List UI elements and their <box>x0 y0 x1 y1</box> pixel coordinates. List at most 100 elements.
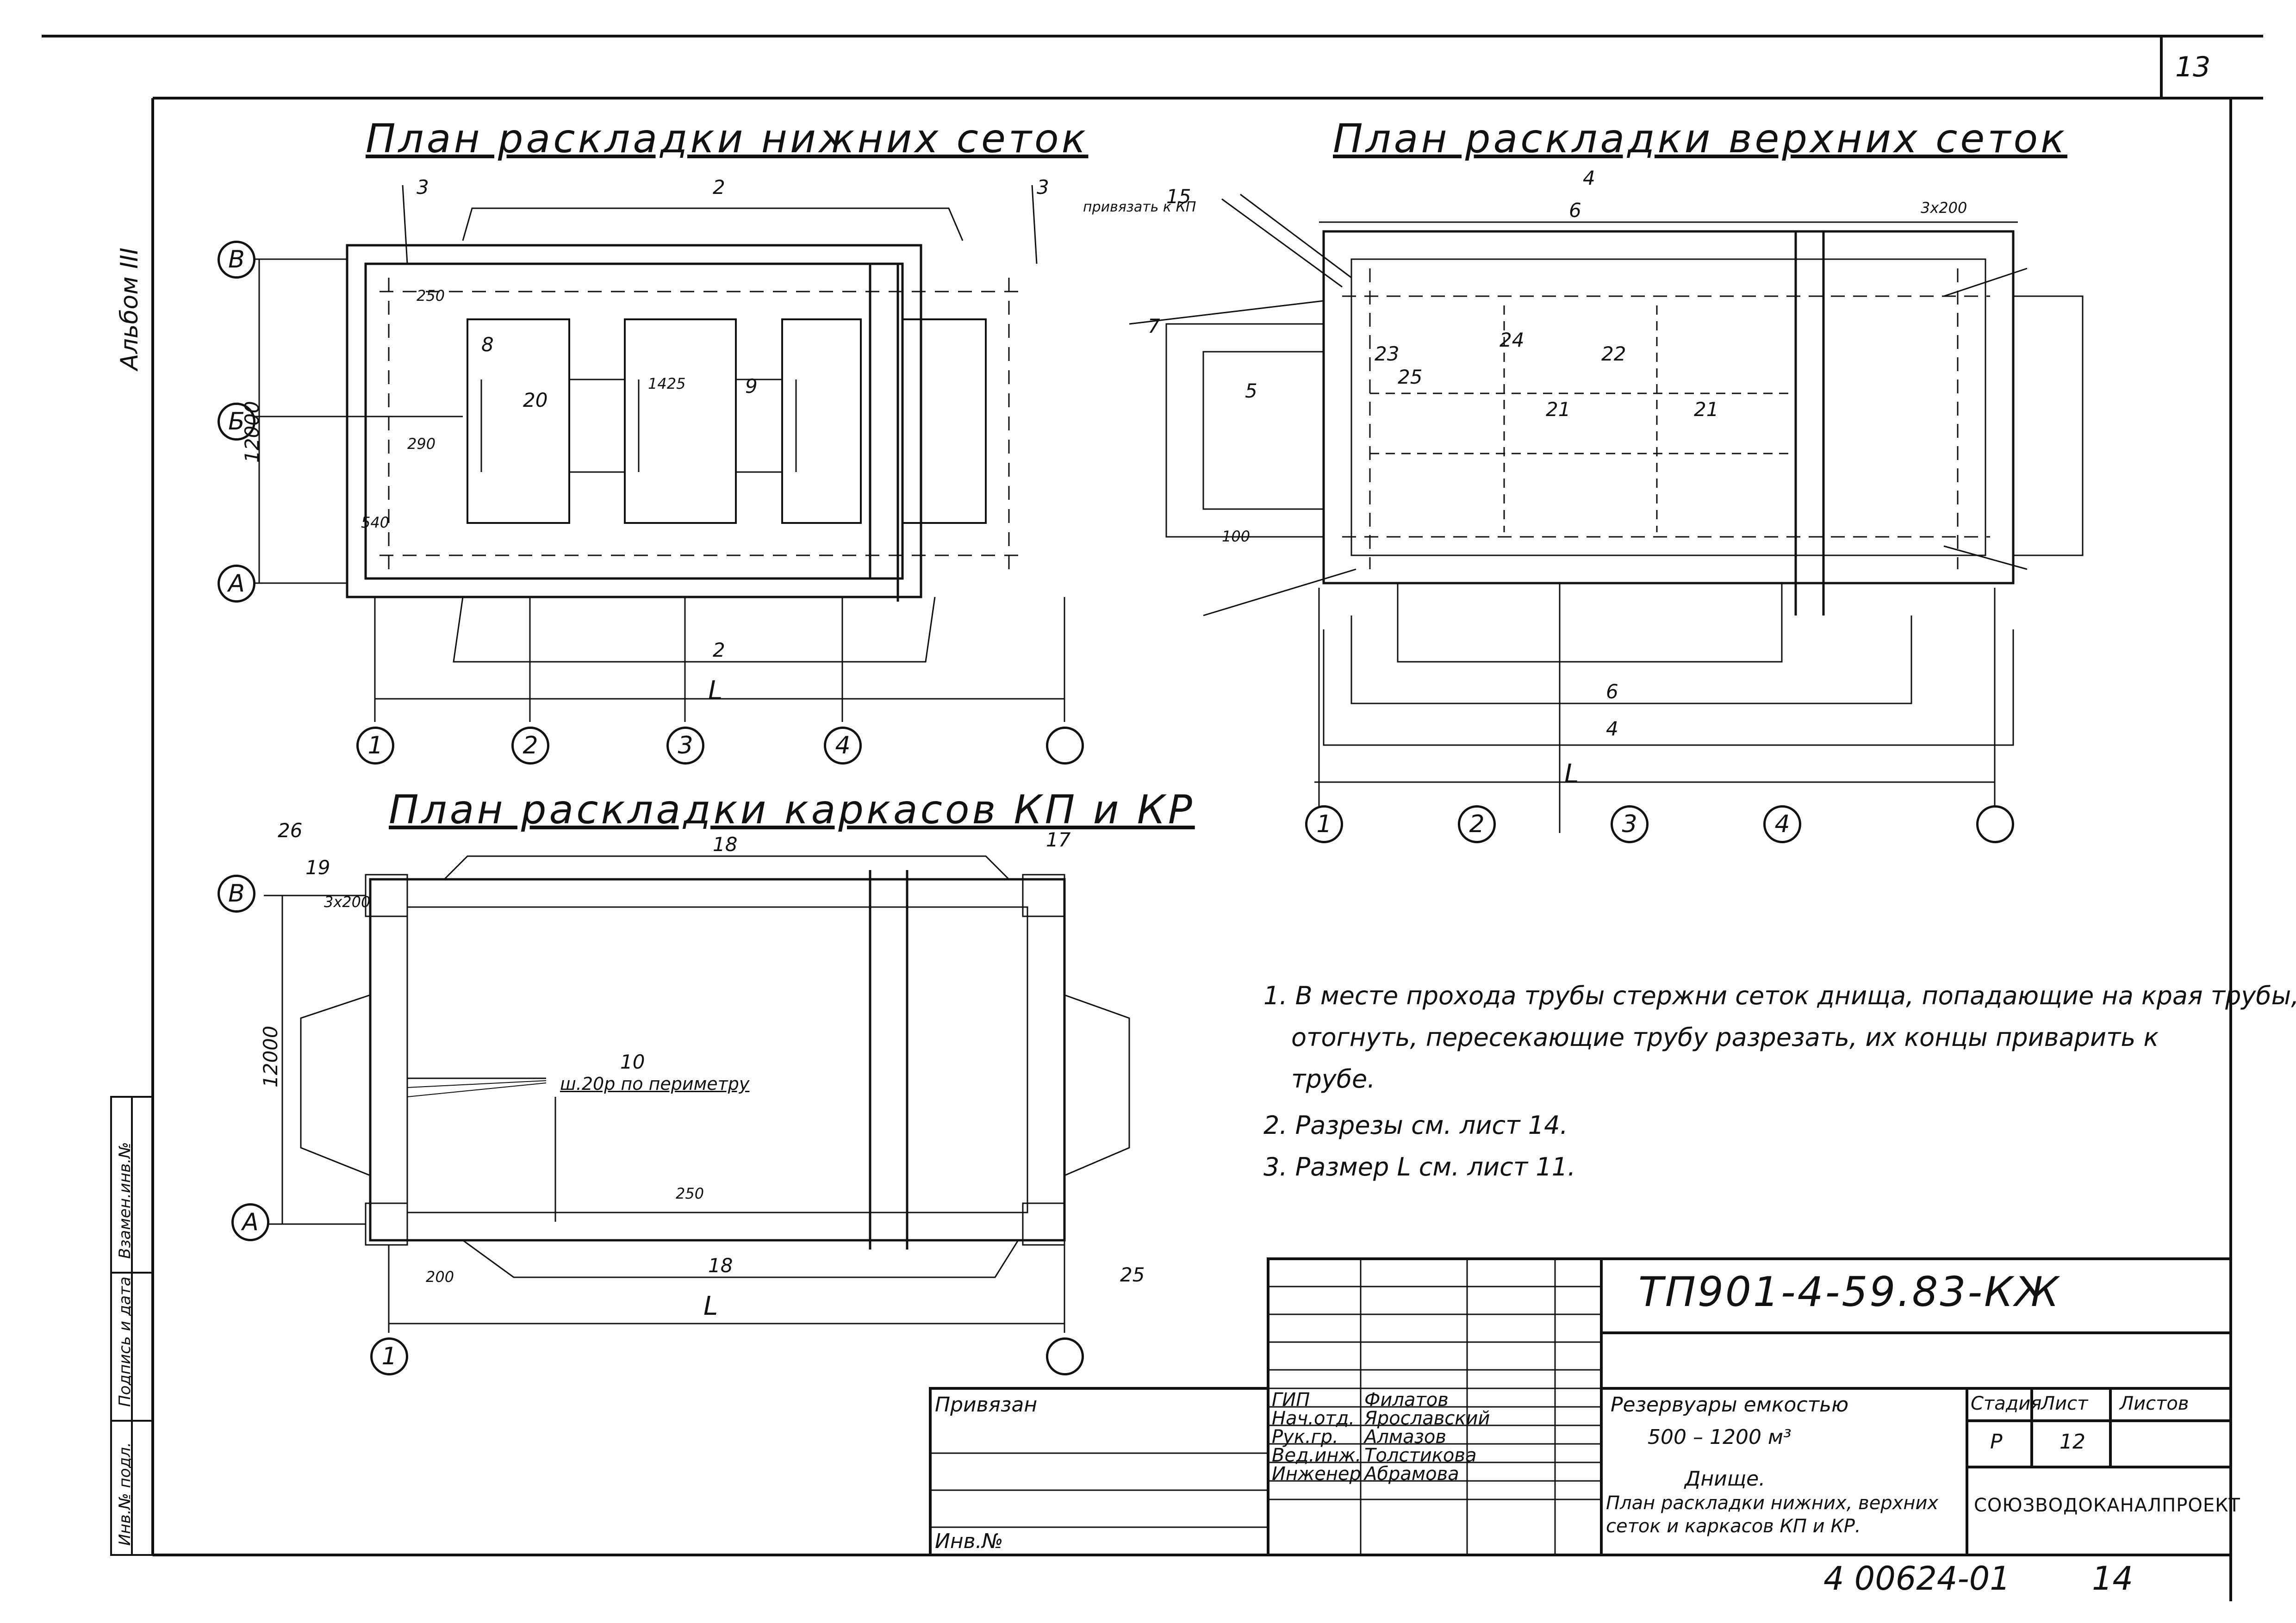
album-label: Альбом III <box>116 247 143 370</box>
bound-label: Привязан <box>935 1393 1038 1417</box>
role-4: Вед.инж. <box>1272 1445 1362 1466</box>
frames-dim-12000: 12000 <box>259 1026 282 1088</box>
axis-col-end <box>1046 727 1084 765</box>
axis-row-b: Б <box>218 403 255 441</box>
lower-mark-3: 3 <box>417 176 429 199</box>
lower-mark-2b: 2 <box>713 639 725 661</box>
organization-name: СОЮЗВОДОКАНАЛПРОЕКТ <box>1974 1495 2240 1516</box>
sheet-header: Лист <box>2041 1393 2088 1414</box>
upper-mark-5: 5 <box>1245 379 1257 402</box>
note-3: 3. Размер L см. лист 11. <box>1263 1152 1576 1181</box>
name-5: Абрамова <box>1364 1463 1459 1485</box>
upper-mark-24: 24 <box>1500 329 1524 351</box>
lower-mark-2: 2 <box>713 176 725 199</box>
upper-mark-15: 15 <box>1166 185 1191 208</box>
sheets-header: Листов <box>2120 1393 2189 1414</box>
lower-plan-title: План раскладки нижних сеток <box>366 116 1089 162</box>
frames-mark-18: 18 <box>713 833 738 856</box>
frames-axis-row-v: В <box>218 875 255 913</box>
lower-mark-250: 250 <box>417 287 445 305</box>
upper-nets-plan <box>1129 193 2084 833</box>
frames-mark-26: 26 <box>278 819 303 842</box>
upper-mark-22: 22 <box>1601 342 1626 365</box>
sheet-number: 12 <box>2060 1430 2085 1454</box>
handwritten-page-number: 14 <box>2092 1560 2134 1598</box>
document-code: ТП901-4-59.83-КЖ <box>1638 1268 2061 1316</box>
stamp-inv-orig: Инв.№ подл. <box>116 1442 134 1546</box>
lower-mark-9: 9 <box>745 375 758 398</box>
frames-axis-col-end <box>1046 1337 1084 1375</box>
upper-mark-4: 4 <box>1583 167 1595 189</box>
lower-mark-290: 290 <box>407 435 436 453</box>
frames-mark-17: 17 <box>1046 828 1071 851</box>
stamp-replace-inv: Взамен.инв.№ <box>116 1142 134 1259</box>
role-3: Рук.гр. <box>1272 1426 1338 1448</box>
frames-mark-3x200: 3х200 <box>324 893 371 911</box>
name-2: Ярославский <box>1364 1408 1490 1429</box>
axis-row-v: В <box>218 241 255 279</box>
upper-mark-3x200: 3х200 <box>1921 199 1967 217</box>
frames-mark-18b: 18 <box>708 1254 733 1277</box>
upper-axis-col-3: 3 <box>1611 805 1649 843</box>
frames-mark-250: 250 <box>676 1185 704 1202</box>
upper-plan-title: План раскладки верхних сеток <box>1333 116 2067 162</box>
frames-axis-row-a: А <box>231 1203 269 1241</box>
name-3: Алмазов <box>1364 1426 1446 1448</box>
upper-mark-7: 7 <box>1148 315 1160 337</box>
upper-mark-25: 25 <box>1398 366 1423 388</box>
role-2: Нач.отд. <box>1272 1408 1355 1429</box>
lower-mark-1425: 1425 <box>648 375 686 392</box>
axis-row-a: А <box>218 565 255 603</box>
stage-header: Стадия <box>1971 1393 2042 1414</box>
note-1-line-2: отогнуть, пересекающие трубу разрезать, … <box>1291 1023 2159 1052</box>
axis-col-2: 2 <box>511 727 549 765</box>
object-line-2: 500 – 1200 м³ <box>1648 1425 1792 1449</box>
frames-plan-title: План раскладки каркасов КП и КР <box>389 787 1195 833</box>
upper-mark-21b: 21 <box>1694 398 1719 421</box>
lower-dim-12000: 12000 <box>241 401 263 463</box>
frames-span-label: L <box>703 1291 718 1321</box>
title-block-grid <box>1268 1259 1601 1555</box>
upper-mark-6b: 6 <box>1606 680 1618 703</box>
upper-span-label: L <box>1564 759 1579 789</box>
frames-mark-25: 25 <box>1120 1263 1145 1286</box>
frames-mark-19: 19 <box>305 856 330 879</box>
name-4: Толстикова <box>1364 1445 1477 1466</box>
upper-axis-col-4: 4 <box>1763 805 1801 843</box>
note-1-line-3: трубе. <box>1291 1064 1375 1094</box>
frames-perimeter-note: ш.20р по периметру <box>560 1074 750 1094</box>
frames-mark-10: 10 <box>620 1051 645 1073</box>
lower-mark-20: 20 <box>523 389 548 411</box>
stamp-sign-date: Подпись и дата <box>116 1276 134 1407</box>
upper-axis-col-2: 2 <box>1458 805 1496 843</box>
sheet-line-3: сеток и каркасов КП и КР. <box>1606 1516 1861 1537</box>
frames-mark-200: 200 <box>426 1268 454 1286</box>
axis-col-1: 1 <box>356 727 394 765</box>
inv-label: Инв.№ <box>935 1530 1003 1553</box>
name-1: Филатов <box>1364 1389 1449 1411</box>
note-1-line-1: 1. В месте прохода трубы стержни сеток д… <box>1263 981 2296 1010</box>
lower-mark-3b: 3 <box>1037 176 1049 199</box>
note-2: 2. Разрезы см. лист 14. <box>1263 1111 1568 1140</box>
frames-axis-col-1: 1 <box>370 1337 408 1375</box>
upper-axis-col-end <box>1976 805 2014 843</box>
upper-anchor-note: привязать к КП <box>1083 199 1196 215</box>
axis-col-3: 3 <box>666 727 704 765</box>
upper-mark-4b: 4 <box>1606 717 1618 740</box>
side-stamp-frame <box>110 1096 154 1556</box>
frames-plan <box>264 855 1130 1333</box>
upper-mark-100: 100 <box>1222 528 1251 545</box>
role-5: Инженер <box>1272 1463 1361 1485</box>
lower-mark-540: 540 <box>361 514 390 531</box>
lower-mark-8: 8 <box>481 333 494 356</box>
role-1: ГИП <box>1272 1389 1310 1411</box>
lower-nets-plan <box>241 185 1065 722</box>
upper-mark-6: 6 <box>1569 199 1581 222</box>
upper-mark-23: 23 <box>1375 342 1400 365</box>
handwritten-doc-number: 4 00624-01 <box>1823 1560 2010 1598</box>
object-line-1: Резервуары емкостью <box>1611 1393 1849 1417</box>
axis-col-4: 4 <box>824 727 862 765</box>
page-corner-number: 13 <box>2175 51 2211 83</box>
upper-axis-col-1: 1 <box>1305 805 1343 843</box>
